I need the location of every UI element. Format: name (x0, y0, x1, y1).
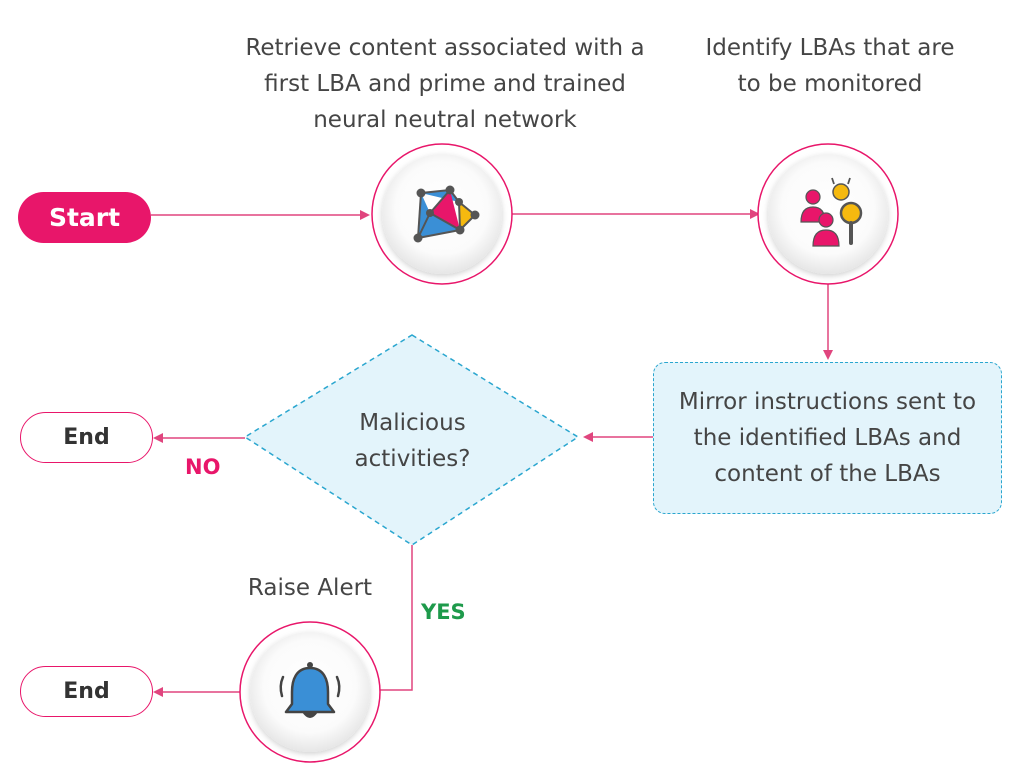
retrieve-node-circle (371, 143, 513, 285)
alert-node-circle (239, 621, 381, 763)
end-no-label: End (63, 425, 110, 450)
start-node: Start (18, 192, 151, 243)
identify-node-circle (757, 143, 899, 285)
mirror-step-text: Mirror instructions sent to the identifi… (678, 389, 977, 487)
end-yes-label: End (63, 679, 110, 704)
yes-branch-label: YES (421, 600, 466, 624)
identify-step-text: Identify LBAs that are to be monitored (705, 35, 955, 97)
end-node-yes: End (20, 666, 153, 717)
retrieve-step-text: Retrieve content associated with a first… (245, 35, 645, 133)
alert-step-text: Raise Alert (247, 575, 373, 601)
start-label: Start (48, 203, 121, 232)
user-search-icon (800, 177, 863, 247)
no-branch-label: NO (185, 455, 221, 479)
connector-decision-to-alert (380, 545, 413, 691)
decision-diamond (243, 334, 580, 546)
neural-network-icon (413, 185, 480, 243)
bell-icon (279, 662, 341, 718)
connectors (151, 209, 833, 697)
mirror-process-box: Mirror instructions sent to the identifi… (653, 362, 1002, 514)
decision-text: Malicious activities? (354, 410, 471, 472)
end-node-no: End (20, 412, 153, 463)
